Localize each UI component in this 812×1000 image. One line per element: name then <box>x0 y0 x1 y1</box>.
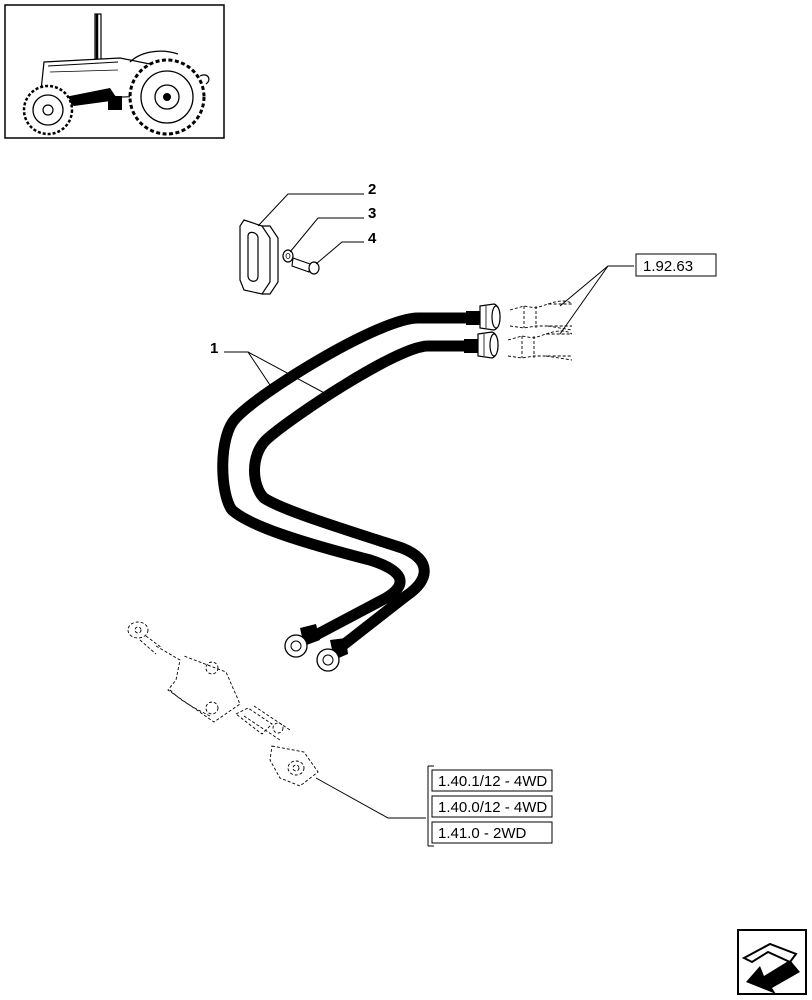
bolt-part <box>291 257 320 275</box>
ref-cylinder-label[interactable]: 1.41.0 - 2WD <box>438 825 527 842</box>
ref-cylinder-item-0[interactable]: 1.40.1/12 - 4WD <box>431 769 553 792</box>
callout-2: 2 <box>368 181 376 198</box>
next-page-button[interactable] <box>737 929 807 995</box>
washer-part <box>282 249 294 263</box>
ref-cylinder-label[interactable]: 1.40.0/12 - 4WD <box>438 799 547 816</box>
leader-lines <box>224 193 634 819</box>
callout-1: 1 <box>210 340 218 357</box>
ref-connector-label[interactable]: 1.92.63 <box>643 258 693 275</box>
ref-cylinder-item-1[interactable]: 1.40.0/12 - 4WD <box>431 795 553 818</box>
callout-3: 3 <box>368 205 376 222</box>
hose-fitting-lower <box>464 331 499 359</box>
next-page-arrow-icon <box>741 942 800 994</box>
tractor-icon <box>22 13 210 136</box>
hose-fitting-bottom-a <box>284 624 320 658</box>
ref-box-connector[interactable]: 1.92.63 <box>635 253 717 277</box>
hose-fitting-bottom-b <box>316 638 348 672</box>
bracket-part <box>239 219 279 295</box>
callout-4: 4 <box>368 230 377 247</box>
ref-cylinder-label[interactable]: 1.40.1/12 - 4WD <box>438 773 547 790</box>
hydraulic-hoses <box>217 303 501 672</box>
ref-cylinder-item-2[interactable]: 1.41.0 - 2WD <box>431 821 553 844</box>
ref-box-cylinder: 1.40.1/12 - 4WD 1.40.0/12 - 4WD 1.41.0 -… <box>427 765 553 847</box>
steering-cylinder <box>127 621 319 787</box>
hose-fitting-upper <box>466 303 501 331</box>
connector-fittings <box>507 300 573 361</box>
tractor-thumbnail[interactable] <box>4 4 225 139</box>
